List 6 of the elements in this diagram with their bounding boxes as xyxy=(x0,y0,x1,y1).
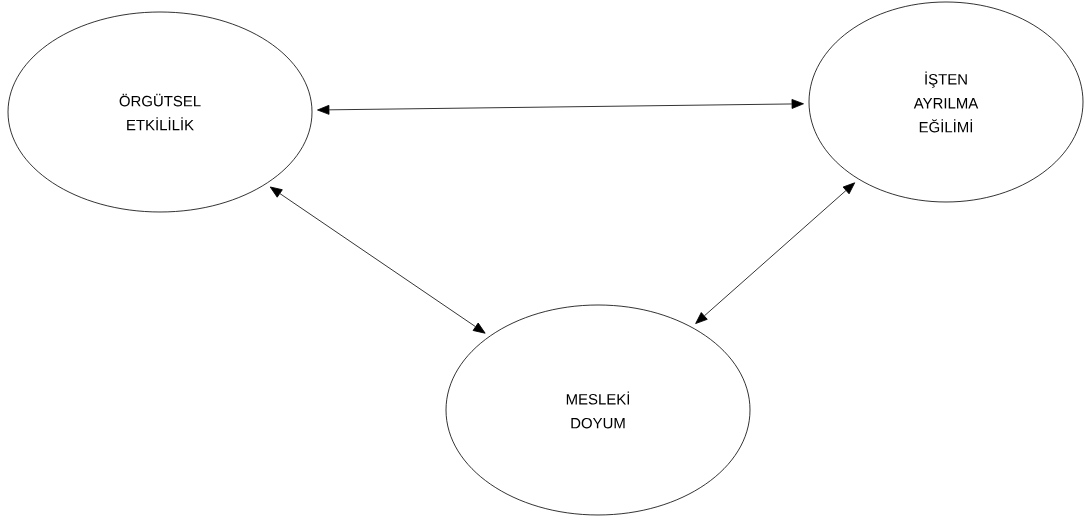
arrow xyxy=(317,99,804,115)
ellipse-node: ÖRGÜTSEL ETKİLİLİK xyxy=(7,11,313,213)
ellipse-node: İŞTEN AYRILMA EĞİLİMİ xyxy=(808,1,1084,203)
arrow xyxy=(269,186,486,334)
arrow xyxy=(695,182,856,324)
ellipse-node: MESLEKİ DOYUM xyxy=(445,304,751,516)
